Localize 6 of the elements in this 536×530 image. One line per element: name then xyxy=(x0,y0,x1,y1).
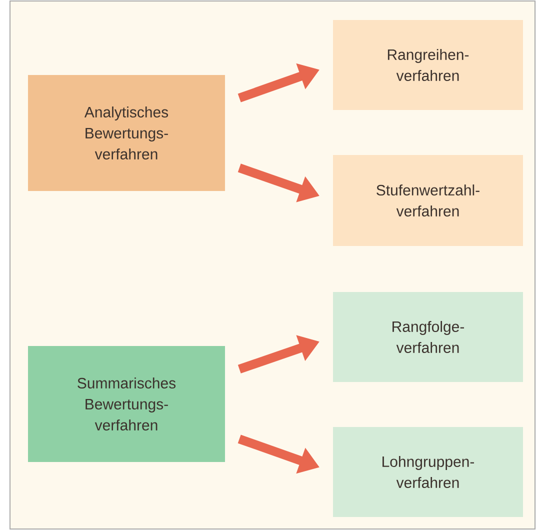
process-box: Summarisches Bewertungs- verfahren xyxy=(28,346,225,462)
process-box: Lohngruppen- verfahren xyxy=(333,426,523,517)
process-box: Analytisches Bewertungs- verfahren xyxy=(28,75,225,191)
process-box: Stufenwertzahl- verfahren xyxy=(333,155,523,246)
process-box: Rangfolge- verfahren xyxy=(333,292,523,382)
process-box: Rangreihen- verfahren xyxy=(333,20,523,110)
